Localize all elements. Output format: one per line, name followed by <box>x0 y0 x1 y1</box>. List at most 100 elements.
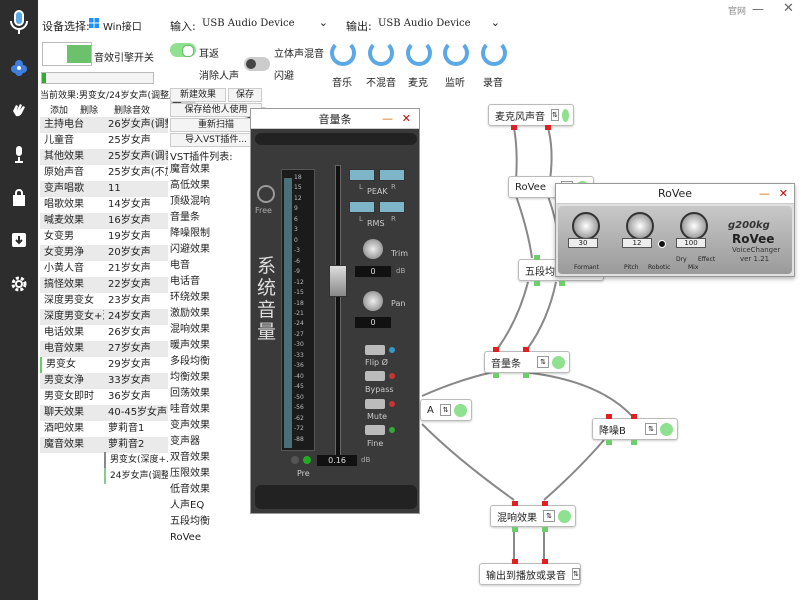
settings-icon[interactable]: ⇅ <box>543 510 555 522</box>
list-item[interactable]: 11 <box>104 181 168 197</box>
list-item[interactable]: 26岁女声 <box>108 327 151 338</box>
delete-button[interactable]: 删除 <box>80 106 99 116</box>
list-item[interactable]: 25岁女声(不加... <box>108 167 168 178</box>
list-item[interactable]: 萝莉音2 <box>104 437 168 453</box>
list-item[interactable]: 聊天效果 <box>40 405 104 421</box>
list-item[interactable]: 变声器 <box>170 436 200 447</box>
list-item[interactable]: 音量条 <box>170 212 200 223</box>
fader-handle[interactable] <box>329 264 347 297</box>
list-item[interactable]: 人声EQ <box>170 500 205 511</box>
list-item[interactable]: 男变女浄 <box>40 373 104 389</box>
list-item[interactable]: 24岁女声 <box>104 309 168 325</box>
settings-icon[interactable]: ⇅ <box>572 568 580 580</box>
bypass-button[interactable] <box>365 371 385 381</box>
list-item[interactable]: 变声唱歌 <box>40 181 104 197</box>
mute-button[interactable] <box>365 399 385 409</box>
list-item[interactable]: 双音效果 <box>170 452 210 463</box>
music-knob[interactable] <box>330 40 356 66</box>
node-reverb[interactable]: 混响效果 ⇅ <box>490 505 576 527</box>
list-item[interactable]: 混响效果 <box>170 324 210 335</box>
pan-knob[interactable] <box>363 291 383 311</box>
settings-icon[interactable]: ⇅ <box>645 423 657 435</box>
save-share-button[interactable]: 保存给他人使用 <box>170 103 262 117</box>
list-item[interactable]: 电音效果 <box>40 341 104 357</box>
node-denoise[interactable]: 降噪B ⇅ <box>592 418 678 440</box>
settings-icon[interactable]: ⇅ <box>537 356 549 368</box>
list-item[interactable]: 23岁女声 <box>108 295 151 306</box>
list-item[interactable]: 男变女(深度+... <box>104 452 168 468</box>
list-item[interactable]: 16岁女声 <box>104 213 168 229</box>
list-item[interactable]: 萝莉音1 <box>108 423 145 434</box>
list-item[interactable]: 22岁女声 <box>104 277 168 293</box>
hand-icon[interactable] <box>7 98 31 122</box>
list-item[interactable]: 原始声音 <box>44 167 84 178</box>
list-item[interactable]: 搞怪效果 <box>40 277 104 293</box>
list-item[interactable]: 其他效果 <box>40 149 104 165</box>
list-item[interactable]: 29岁女声 <box>108 359 151 370</box>
flower-icon[interactable] <box>7 56 31 80</box>
new-effect-button[interactable]: 新建效果 <box>170 88 226 102</box>
list-item[interactable]: 27岁女声 <box>104 341 168 357</box>
formant-knob[interactable] <box>572 212 600 240</box>
list-item[interactable]: 女变男 <box>44 231 74 242</box>
list-item[interactable]: 21岁女声 <box>108 263 151 274</box>
list-item[interactable]: 魔音效果 <box>40 437 104 453</box>
record-knob[interactable] <box>481 40 507 66</box>
list-item[interactable]: 回荡效果 <box>170 388 210 399</box>
output-select[interactable]: USB Audio Device ⌄ <box>374 15 502 33</box>
list-item[interactable]: 20岁女声 <box>104 245 168 261</box>
download-icon[interactable] <box>7 228 31 252</box>
list-item[interactable]: 36岁女声 <box>108 391 151 402</box>
list-item[interactable]: 深度男变女 <box>44 295 94 306</box>
rescan-button[interactable]: 重新扫描 <box>170 118 262 132</box>
list-item[interactable]: 主持电台 <box>40 117 104 133</box>
list-item[interactable]: 男变女 <box>40 357 104 373</box>
list-item[interactable]: 14岁女声 <box>108 199 151 210</box>
website-link[interactable]: 官网 <box>728 7 747 17</box>
list-item[interactable]: 男变女即时 <box>44 391 94 402</box>
mic-knob[interactable] <box>406 40 432 66</box>
list-item[interactable]: 多段均衡 <box>170 356 210 367</box>
delete-effect-button[interactable]: 删除音效 <box>114 106 151 116</box>
node-a[interactable]: A ⇅ <box>420 399 472 421</box>
list-item[interactable]: 33岁女声 <box>104 373 168 389</box>
list-item[interactable]: 儿童音 <box>44 135 74 146</box>
minimize-icon[interactable]: — <box>759 187 770 200</box>
minimize-icon[interactable]: — <box>752 2 764 16</box>
list-item[interactable]: 26岁女声(调整后) <box>104 117 168 133</box>
list-item[interactable]: 闪避效果 <box>170 244 210 255</box>
list-item[interactable]: 环绕效果 <box>170 292 210 303</box>
list-item[interactable]: 哇音效果 <box>170 404 210 415</box>
interface-selector[interactable]: Win接口 <box>103 22 142 33</box>
stereo-mix-toggle[interactable] <box>244 57 270 71</box>
list-item[interactable]: RoVee <box>170 532 201 543</box>
engine-switch[interactable] <box>42 42 92 66</box>
node-mic[interactable]: 麦克风声音 ⇅ <box>488 104 574 126</box>
list-item[interactable]: 女变男浄 <box>40 245 104 261</box>
list-item[interactable]: 均衡效果 <box>170 372 210 383</box>
list-item[interactable]: 魔音效果 <box>170 164 210 175</box>
list-item[interactable]: 高低效果 <box>170 180 210 191</box>
trim-knob[interactable] <box>363 239 383 259</box>
list-item[interactable]: 19岁女声 <box>108 231 151 242</box>
list-item[interactable]: 顶级混响 <box>170 196 210 207</box>
close-icon[interactable]: ✕ <box>778 187 788 200</box>
gear-icon[interactable] <box>7 272 31 296</box>
list-item[interactable]: 电话音 <box>170 276 200 287</box>
node-output[interactable]: 输出到播放或录音 ⇅ <box>479 563 581 585</box>
list-item[interactable]: 电话效果 <box>44 327 84 338</box>
list-item[interactable]: 五段均衡 <box>170 516 210 527</box>
flip-button[interactable] <box>365 345 385 355</box>
list-item[interactable]: 激励效果 <box>170 308 210 319</box>
no-mix-knob[interactable] <box>368 40 394 66</box>
list-item[interactable]: 酒吧效果 <box>44 423 84 434</box>
fine-button[interactable] <box>365 425 385 435</box>
settings-icon[interactable]: ⇅ <box>551 109 559 121</box>
mic-logo-icon[interactable] <box>7 10 31 34</box>
list-item[interactable]: 喊麦效果 <box>40 213 104 229</box>
close-icon[interactable]: ✕ <box>783 1 794 16</box>
monitor-toggle[interactable] <box>170 43 196 57</box>
list-item[interactable]: 25岁女声(调音后) <box>104 149 168 165</box>
list-item[interactable]: 低音效果 <box>170 484 210 495</box>
add-button[interactable]: 添加 <box>50 106 69 116</box>
